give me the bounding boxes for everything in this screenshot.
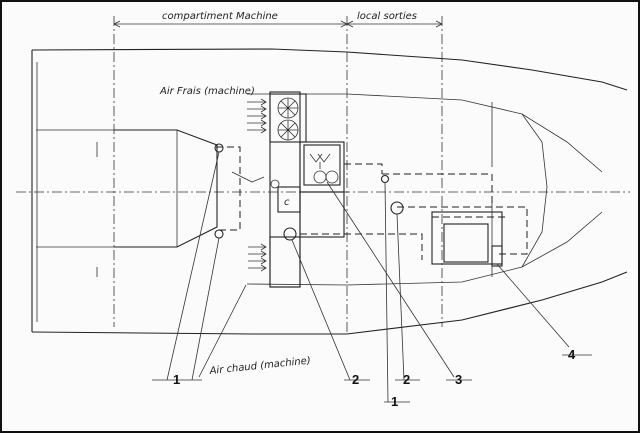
fan-unit-3 bbox=[303, 144, 341, 186]
hot-air-outlet-unit bbox=[248, 236, 301, 288]
device-c bbox=[270, 179, 301, 213]
fan-icon bbox=[325, 170, 339, 184]
control-box-4 bbox=[431, 211, 503, 267]
callout-1a: 1 bbox=[173, 372, 180, 387]
label-air-frais: Air Frais (machine) bbox=[159, 86, 255, 97]
ventilation-ducts bbox=[216, 146, 528, 260]
leader-lines bbox=[152, 151, 592, 403]
label-device-c: c bbox=[284, 197, 290, 208]
callout-1b: 1 bbox=[391, 394, 398, 409]
callout-3: 3 bbox=[455, 372, 462, 387]
callout-4: 4 bbox=[568, 347, 576, 362]
engine-room-block bbox=[269, 91, 345, 288]
fan-icon bbox=[313, 170, 327, 184]
sensor-icon bbox=[214, 143, 224, 153]
callout-2b: 2 bbox=[403, 372, 410, 387]
sensor-icon bbox=[380, 174, 390, 184]
callout-2a: 2 bbox=[352, 372, 359, 387]
label-local-sorties: local sorties bbox=[357, 11, 417, 22]
label-air-chaud: Air chaud (machine) bbox=[208, 355, 311, 377]
sensor-icon bbox=[283, 227, 297, 241]
sensor-icon bbox=[214, 229, 224, 239]
label-compartiment-machine: compartiment Machine bbox=[162, 11, 278, 22]
dimension-lines bbox=[113, 16, 443, 332]
sensor-icon bbox=[390, 201, 404, 215]
fresh-air-arrows bbox=[247, 98, 267, 134]
fresh-air-intake-unit bbox=[269, 93, 307, 143]
